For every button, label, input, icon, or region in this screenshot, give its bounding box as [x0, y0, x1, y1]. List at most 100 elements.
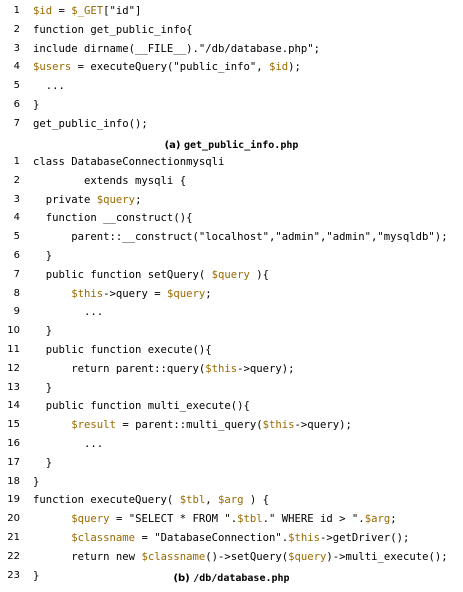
line-number: 6: [13, 249, 20, 261]
line-number: 10: [7, 325, 20, 337]
code-token: = executeQuery("public_info",: [71, 61, 269, 74]
code-text: }: [33, 473, 39, 492]
code-token: ;: [135, 193, 142, 206]
code-variable: $this: [205, 362, 238, 375]
code-token: }: [33, 475, 40, 488]
code-text: class DatabaseConnectionmysqli: [33, 153, 224, 172]
line-number: 9: [13, 306, 20, 318]
code-token: ->query);: [237, 362, 295, 375]
code-text: extends mysqli {: [33, 172, 186, 191]
code-token: ){: [249, 268, 270, 281]
code-token: }: [33, 381, 53, 394]
code-line: 3 private $query;: [0, 191, 463, 210]
code-token: }: [33, 569, 40, 582]
code-line: 22 return new $classname()->setQuery($qu…: [0, 548, 463, 567]
line-number: 18: [7, 475, 20, 487]
line-number: 2: [13, 174, 20, 186]
code-token: [33, 419, 71, 431]
code-token: function get_public_info{: [33, 23, 193, 36]
line-number: 3: [13, 42, 20, 54]
code-token: return new: [33, 550, 142, 563]
code-line: 9 ...: [0, 303, 463, 322]
code-variable: $classname: [141, 550, 206, 563]
code-text: $id = $_GET["id"]: [33, 2, 141, 21]
code-token: public function execute(){: [33, 343, 212, 356]
code-token: ()->setQuery(: [205, 550, 289, 563]
line-number: 4: [13, 212, 20, 224]
code-line: 11 public function execute(){: [0, 341, 463, 360]
code-token: [33, 532, 71, 544]
code-token: function executeQuery(: [33, 494, 180, 507]
code-token: ...: [33, 306, 104, 319]
line-number: 22: [7, 550, 20, 562]
code-variable: $id: [269, 61, 289, 74]
code-line: 23}: [0, 567, 463, 586]
caption-b-filename: /db/database.php: [193, 573, 290, 584]
code-token: ) {: [243, 494, 270, 507]
code-text: $result = parent::multi_query($this->que…: [33, 416, 352, 435]
code-line: 8 $this->query = $query;: [0, 285, 463, 304]
code-token: = "SELECT * FROM ".: [109, 513, 238, 526]
code-text: ...: [33, 77, 65, 96]
code-text: ...: [33, 435, 103, 454]
code-text: $query = "SELECT * FROM ".$tbl." WHERE i…: [33, 510, 396, 529]
code-variable: $arg: [217, 494, 244, 507]
code-line: 16 ...: [0, 435, 463, 454]
line-number: 14: [7, 400, 20, 412]
code-text: private $query;: [33, 191, 142, 210]
code-variable: $result: [71, 419, 116, 432]
code-line: 20 $query = "SELECT * FROM ".$tbl." WHER…: [0, 510, 463, 529]
code-token: ...: [33, 437, 104, 450]
code-variable: $this: [262, 419, 295, 432]
code-token: = parent::multi_query(: [115, 419, 263, 432]
code-line: 5 ...: [0, 77, 463, 96]
code-token: }: [33, 325, 53, 338]
code-text: }: [33, 454, 52, 473]
code-text: }: [33, 247, 52, 266]
code-variable: $query: [211, 268, 250, 281]
code-variable: $_GET: [71, 5, 104, 17]
line-number: 12: [7, 362, 20, 374]
code-variable: $query: [71, 513, 110, 526]
code-token: ->getDriver();: [320, 531, 410, 544]
code-text: function executeQuery( $tbl, $arg ) {: [33, 491, 269, 510]
code-token: private: [33, 193, 97, 206]
code-token: get_public_info();: [33, 117, 148, 130]
line-number: 2: [13, 23, 20, 35]
code-text: public function setQuery( $query ){: [33, 266, 269, 285]
code-token: ->query);: [294, 419, 352, 432]
code-token: include dirname(__FILE__)."/db/database.…: [33, 42, 321, 55]
code-variable: $classname: [71, 531, 136, 544]
line-number: 8: [13, 287, 20, 299]
code-line: 3 include dirname(__FILE__)."/db/database…: [0, 40, 463, 59]
code-text: public function execute(){: [33, 341, 212, 360]
code-token: }: [33, 456, 53, 469]
code-line: 12 return parent::query($this->query);: [0, 360, 463, 379]
code-line: 14 public function multi_execute(){: [0, 397, 463, 416]
code-text: public function multi_execute(){: [33, 397, 250, 416]
line-number: 6: [13, 98, 20, 110]
line-number: 7: [13, 117, 20, 129]
line-number: 11: [7, 343, 20, 355]
code-token: return parent::query(: [33, 362, 206, 375]
code-token: function __construct(){: [33, 212, 193, 225]
code-token: =: [52, 5, 72, 17]
code-line: 21 $classname = "DatabaseConnection".$th…: [0, 529, 463, 548]
line-number: 13: [7, 381, 20, 393]
line-number: 17: [7, 456, 20, 468]
code-text: function get_public_info{: [33, 21, 192, 40]
code-variable: $tbl: [179, 494, 206, 507]
caption-a-filename: get_public_info.php: [183, 140, 299, 151]
code-variable: $users: [33, 61, 72, 74]
line-number: 15: [7, 419, 20, 431]
caption-b-prefix: (b): [173, 573, 194, 584]
code-line: 17 }: [0, 454, 463, 473]
line-number: 3: [13, 193, 20, 205]
code-token: class DatabaseConnectionmysqli: [33, 156, 225, 168]
code-line: 4 function __construct(){: [0, 209, 463, 228]
code-text: }: [33, 379, 52, 398]
code-line: 6}: [0, 96, 463, 115]
